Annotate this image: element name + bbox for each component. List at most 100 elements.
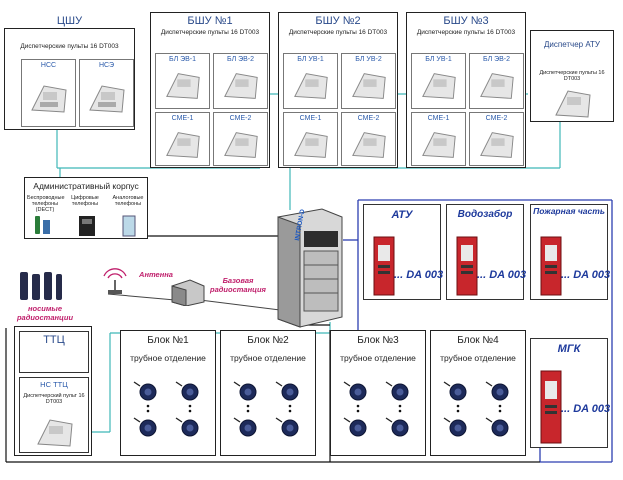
block-title: Блок №4 bbox=[457, 335, 499, 346]
block-1: Блок №1 трубное отделение bbox=[120, 330, 216, 456]
console-label: СМЕ-1 bbox=[299, 115, 322, 122]
ttc-group: ТТЦ НС ТТЦ Диспетчерский пульт 16 DT003 bbox=[14, 326, 92, 456]
console-card[interactable]: СМЕ-1 bbox=[155, 112, 210, 166]
dispatcher-console-icon bbox=[352, 73, 386, 99]
console-label: БЛ ЭВ-2 bbox=[482, 56, 511, 63]
dispatcher-console-icon bbox=[480, 132, 514, 158]
da-unit-vodozabor[interactable]: Водозабор ... DA 003 bbox=[446, 204, 527, 300]
antenna-icon bbox=[103, 268, 127, 294]
da-unit-mgk[interactable]: МГК ... DA 003 bbox=[530, 338, 611, 448]
da-unit-fire-station[interactable]: Пожарная часть ... DA 003 bbox=[530, 204, 611, 300]
admin-building-group: Административный корпус Беспроводные тел… bbox=[24, 177, 148, 239]
console-label: СМЕ-2 bbox=[485, 115, 508, 122]
dispatcher-console-icon bbox=[422, 73, 456, 99]
console-label: НСЭ bbox=[98, 62, 115, 69]
block-title: Блок №1 bbox=[147, 335, 189, 346]
da-unit-title: АТУ bbox=[391, 209, 413, 221]
block-subtitle: трубное отделение bbox=[440, 353, 516, 363]
bshu-1-group: БШУ №1 Диспетчерские пульты 16 DT003 БЛ … bbox=[150, 12, 270, 168]
admin-device-label: Беспроводные телефоны (DECT) bbox=[27, 195, 65, 213]
block-subtitle: трубное отделение bbox=[230, 353, 306, 363]
handheld-radios-icon bbox=[20, 272, 62, 300]
da-unit-title: МГК bbox=[557, 343, 581, 355]
intron-server-cabinet-icon[interactable] bbox=[270, 207, 348, 329]
dispatcher-console-icon bbox=[352, 132, 386, 158]
console-label: БЛ УВ-2 bbox=[355, 56, 382, 63]
console-label: СМЕ-2 bbox=[229, 115, 252, 122]
handheld-radios-label: носимые радиостанции bbox=[16, 304, 74, 322]
dispatcher-console-icon bbox=[37, 419, 73, 447]
dispatcher-console-icon bbox=[294, 73, 328, 99]
dispatcher-console-icon bbox=[224, 73, 258, 99]
atu-dispatcher-subtitle: Диспетчерские пульты 16 DT003 bbox=[539, 70, 605, 82]
ttc-console-card[interactable]: НС ТТЦ Диспетчерский пульт 16 DT003 bbox=[19, 377, 89, 453]
dect-phone-icon bbox=[35, 216, 50, 234]
block-subtitle: трубное отделение bbox=[340, 353, 416, 363]
intercom-unit-icon bbox=[456, 236, 478, 296]
console-label: СМЕ-1 bbox=[427, 115, 450, 122]
da-unit-label: ... DA 003 bbox=[394, 269, 444, 281]
cshu-group: ЦШУ Диспетчерские пульты 16 DT003 НСС НС… bbox=[4, 15, 135, 130]
bshu-title: БШУ №3 bbox=[443, 15, 489, 27]
block-speakers bbox=[133, 381, 509, 437]
console-card[interactable]: БЛ УВ-1 bbox=[283, 53, 338, 109]
bshu-subtitle: Диспетчерские пульты 16 DT003 bbox=[288, 29, 388, 36]
console-card[interactable]: БЛ УВ-2 bbox=[341, 53, 396, 109]
console-card[interactable]: БЛ ЭВ-2 bbox=[213, 53, 268, 109]
console-card[interactable]: БЛ УВ-1 bbox=[411, 53, 466, 109]
ttc-subtitle: Диспетчерский пульт 16 DT003 bbox=[23, 393, 85, 405]
dispatcher-console-icon bbox=[555, 90, 591, 118]
cshu-subtitle: Диспетчерские пульты 16 DT003 bbox=[20, 43, 119, 50]
base-radio-station-icon bbox=[171, 279, 205, 306]
intercom-unit-icon bbox=[540, 370, 562, 444]
da-unit-label: ... DA 003 bbox=[477, 269, 527, 281]
da-unit-atu[interactable]: АТУ ... DA 003 bbox=[363, 204, 444, 300]
analog-phone-icon bbox=[122, 215, 136, 237]
block-2: Блок №2 трубное отделение bbox=[220, 330, 316, 456]
intercom-unit-icon bbox=[540, 236, 562, 296]
antenna-label: Антенна bbox=[139, 270, 173, 279]
da-unit-label: ... DA 003 bbox=[561, 269, 611, 281]
dispatcher-console-icon bbox=[294, 132, 328, 158]
bshu-subtitle: Диспетчерские пульты 16 DT003 bbox=[160, 29, 260, 36]
console-card[interactable]: НСЭ bbox=[79, 59, 134, 127]
console-label: БЛ ЭВ-1 bbox=[168, 56, 197, 63]
dispatcher-console-icon bbox=[166, 73, 200, 99]
console-label: БЛ УВ-1 bbox=[425, 56, 452, 63]
admin-device-label: Цифровые телефоны bbox=[71, 195, 99, 207]
da-unit-title: Водозабор bbox=[457, 209, 513, 220]
console-card[interactable]: БЛ ЭВ-1 bbox=[155, 53, 210, 109]
dispatcher-console-icon bbox=[89, 85, 125, 113]
console-card[interactable]: НСС bbox=[21, 59, 76, 127]
ttc-title: ТТЦ bbox=[43, 334, 65, 346]
console-card[interactable]: СМЕ-2 bbox=[213, 112, 268, 166]
dispatcher-console-icon bbox=[31, 85, 67, 113]
cshu-title: ЦШУ bbox=[56, 15, 83, 27]
console-label: СМЕ-1 bbox=[171, 115, 194, 122]
console-card[interactable]: СМЕ-1 bbox=[283, 112, 338, 166]
console-card[interactable]: СМЕ-2 bbox=[341, 112, 396, 166]
console-card[interactable]: СМЕ-1 bbox=[411, 112, 466, 166]
da-unit-title: Пожарная часть bbox=[533, 206, 605, 216]
admin-title: Административный корпус bbox=[33, 181, 139, 191]
dispatcher-console-icon bbox=[422, 132, 456, 158]
atu-dispatcher-title: Диспетчер АТУ bbox=[543, 40, 601, 49]
base-station-label: Базовая радиостанция bbox=[210, 276, 266, 294]
console-label: СМЕ-2 bbox=[357, 115, 380, 122]
bshu-title: БШУ №1 bbox=[187, 15, 233, 27]
block-title: Блок №2 bbox=[247, 335, 289, 346]
block-title: Блок №3 bbox=[357, 335, 399, 346]
dispatcher-console-icon bbox=[166, 132, 200, 158]
console-label: НСС bbox=[40, 62, 57, 69]
digital-phone-icon bbox=[79, 216, 95, 236]
da-unit-label: ... DA 003 bbox=[561, 403, 611, 415]
console-card[interactable]: СМЕ-2 bbox=[469, 112, 524, 166]
console-label: БЛ УВ-1 bbox=[297, 56, 324, 63]
ttc-console-label: НС ТТЦ bbox=[40, 380, 68, 389]
bshu-title: БШУ №2 bbox=[315, 15, 361, 27]
dispatcher-console-icon bbox=[480, 73, 514, 99]
console-card[interactable]: БЛ ЭВ-2 bbox=[469, 53, 524, 109]
ttc-top-card[interactable]: ТТЦ bbox=[19, 331, 89, 373]
block-4: Блок №4 трубное отделение bbox=[430, 330, 526, 456]
atu-dispatcher-group[interactable]: Диспетчер АТУ Диспетчерские пульты 16 DT… bbox=[530, 30, 614, 122]
